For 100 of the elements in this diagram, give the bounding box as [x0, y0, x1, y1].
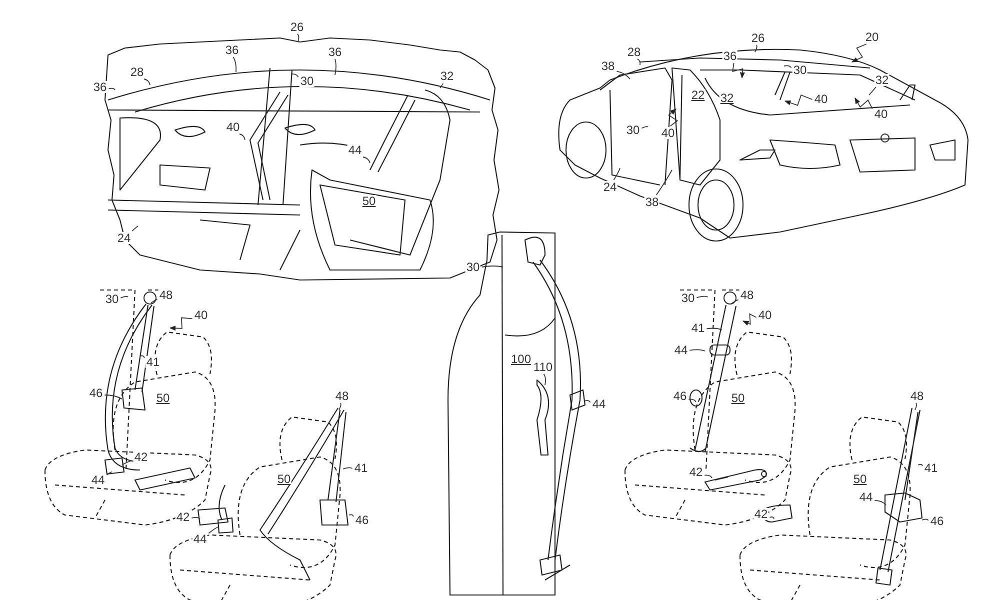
callout-number: 41: [690, 322, 706, 334]
callout-number: 44: [673, 344, 689, 356]
callout-number: 30: [792, 64, 808, 76]
leader-line: [868, 86, 876, 96]
leader-line: [481, 266, 504, 268]
leader-line: [742, 313, 757, 326]
callout-number: 42: [753, 508, 769, 520]
part-number: 50: [730, 392, 746, 404]
leader-line: [239, 134, 246, 140]
leader-line: [854, 97, 873, 110]
callout-number: 40: [757, 309, 773, 321]
leader-line: [689, 349, 706, 352]
callout-number: 40: [660, 127, 676, 139]
callout-number: 24: [116, 232, 132, 244]
leader-line: [132, 226, 138, 232]
leader-line: [656, 170, 672, 196]
callout-number: 41: [353, 462, 369, 474]
leader-line: [290, 74, 299, 78]
leader-line: [334, 58, 336, 76]
callout-number: 46: [88, 387, 104, 399]
callout-number: 20: [864, 31, 880, 43]
leader-line: [616, 70, 630, 80]
leader-line: [641, 126, 648, 129]
leader-line: [688, 398, 696, 402]
leader-line: [706, 328, 722, 330]
callout-number: 30: [299, 75, 315, 87]
callout-number: 38: [644, 196, 660, 208]
callout-number: 46: [929, 515, 945, 527]
part-number: 50: [852, 473, 868, 485]
leader-line: [851, 44, 867, 62]
part-number: 50: [361, 195, 377, 207]
callout-number: 48: [158, 289, 174, 301]
callout-number: 40: [193, 309, 209, 321]
callout-number: 48: [334, 390, 350, 402]
leader-line: [874, 500, 886, 506]
part-number: 32: [719, 92, 735, 104]
callout-number: 26: [289, 21, 305, 33]
leader-line: [440, 82, 444, 88]
leader-line: [191, 517, 200, 520]
callout-number: 30: [104, 293, 120, 305]
callout-number: 28: [626, 46, 642, 58]
callout-number: 44: [90, 474, 106, 486]
leader-line: [704, 474, 712, 478]
callout-number: 36: [722, 50, 738, 62]
part-number: 100: [510, 353, 532, 365]
leader-line: [543, 374, 546, 386]
callout-number: 28: [129, 66, 145, 78]
leader-line: [108, 88, 116, 90]
leader-line: [922, 518, 929, 521]
callout-number: 44: [347, 144, 363, 156]
callout-number: 41: [145, 356, 161, 368]
leader-line: [784, 94, 813, 106]
callout-number: 46: [672, 390, 688, 402]
callout-number: 48: [739, 289, 755, 301]
callout-number: 30: [465, 261, 481, 273]
leader-line: [348, 514, 354, 518]
leader-line: [914, 402, 917, 410]
callout-number: 46: [354, 514, 370, 526]
callout-number: 42: [133, 451, 149, 463]
callout-number: 38: [600, 60, 616, 72]
leader-line: [297, 34, 300, 42]
leader-line: [144, 78, 150, 86]
callout-number: 40: [873, 108, 889, 120]
leader-line: [918, 464, 923, 466]
part-number: 22: [690, 89, 706, 101]
leader-line: [668, 108, 678, 126]
leader-line: [730, 299, 739, 304]
leader-line: [122, 460, 133, 466]
callout-number: 48: [909, 390, 925, 402]
callout-number: 44: [192, 533, 208, 545]
callout-number: 44: [858, 491, 874, 503]
callout-number: 42: [688, 466, 704, 478]
leader-line: [232, 56, 237, 72]
leader-line: [769, 516, 774, 520]
callout-number: 41: [923, 462, 939, 474]
leader-line: [120, 296, 128, 298]
leader-line: [342, 467, 353, 470]
leader-line: [150, 299, 158, 304]
callout-number: 44: [591, 398, 607, 410]
leader-line: [784, 65, 792, 68]
leader-line: [208, 526, 218, 534]
leader-line: [338, 402, 342, 410]
callout-number: 42: [175, 511, 191, 523]
callout-number: 36: [327, 46, 343, 58]
leader-line: [104, 394, 122, 400]
callout-number: 36: [224, 44, 240, 56]
callout-number: 40: [225, 121, 241, 133]
leader-line: [696, 296, 708, 298]
leader-line: [169, 317, 193, 331]
callout-number: 30: [625, 124, 641, 136]
leader-line: [732, 62, 745, 79]
callout-number: 32: [874, 74, 890, 86]
callout-number: 32: [439, 70, 455, 82]
part-number: 50: [155, 392, 171, 404]
leader-line: [140, 355, 145, 358]
leader-line: [362, 156, 370, 164]
callout-number: 40: [813, 93, 829, 105]
leader-line: [754, 44, 758, 52]
callout-number: 26: [750, 32, 766, 44]
leader-line: [106, 472, 112, 476]
